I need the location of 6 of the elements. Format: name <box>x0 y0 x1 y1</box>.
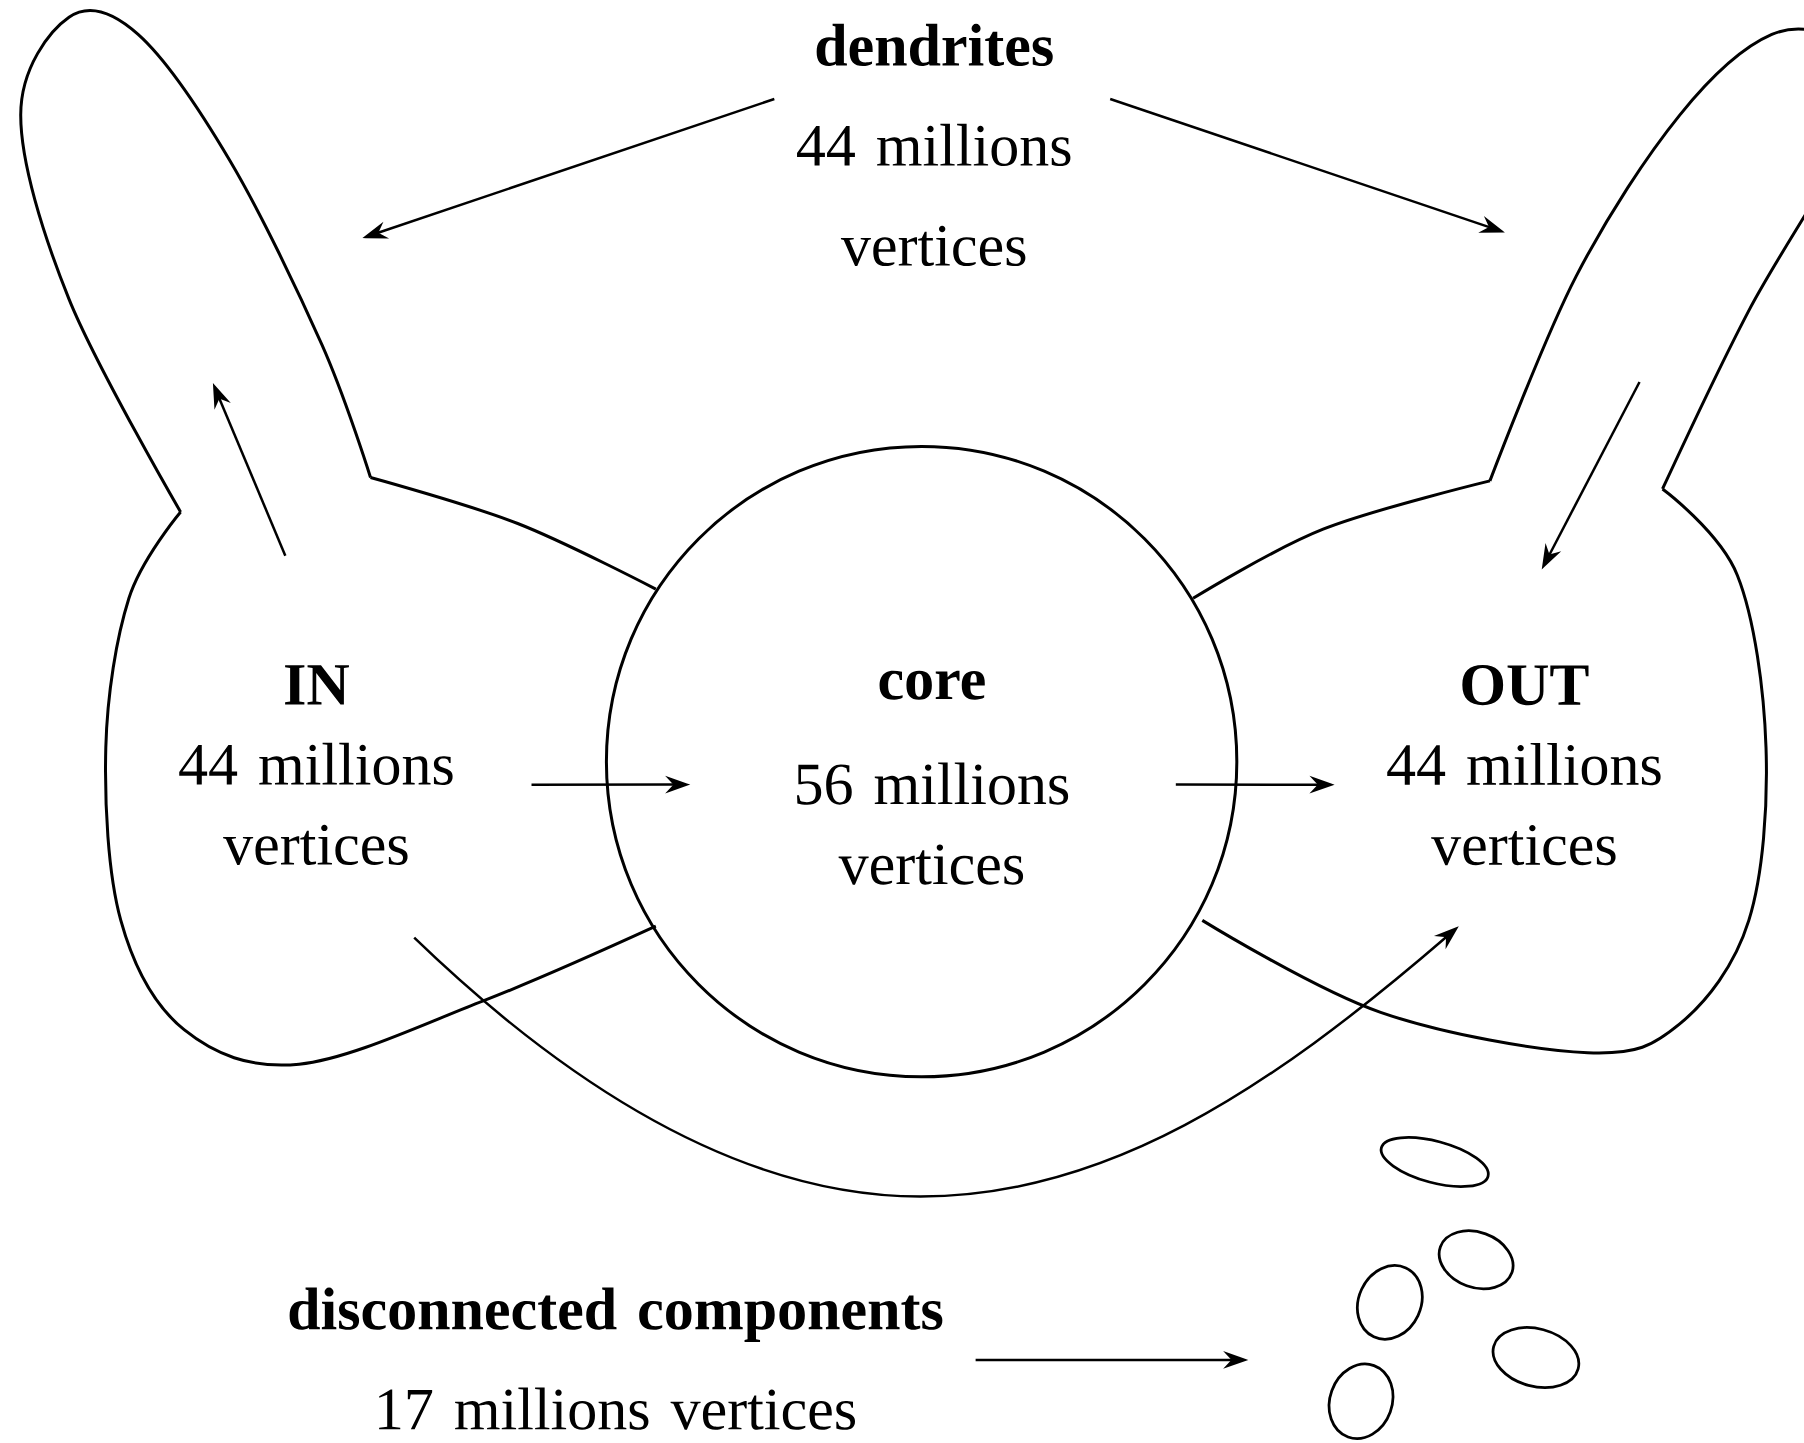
bow-tie-lobe: OUT 44 millions vertices <box>1192 479 1768 1055</box>
text-label: disconnected components 17 millions vertices <box>289 1287 943 1430</box>
text-label: dendrites 44 millions vertices <box>797 23 1071 267</box>
tendril-loop <box>1488 27 1804 490</box>
bow-tie-lobe: IN 44 millions vertices <box>104 476 657 1067</box>
tendril-loop <box>19 9 372 513</box>
